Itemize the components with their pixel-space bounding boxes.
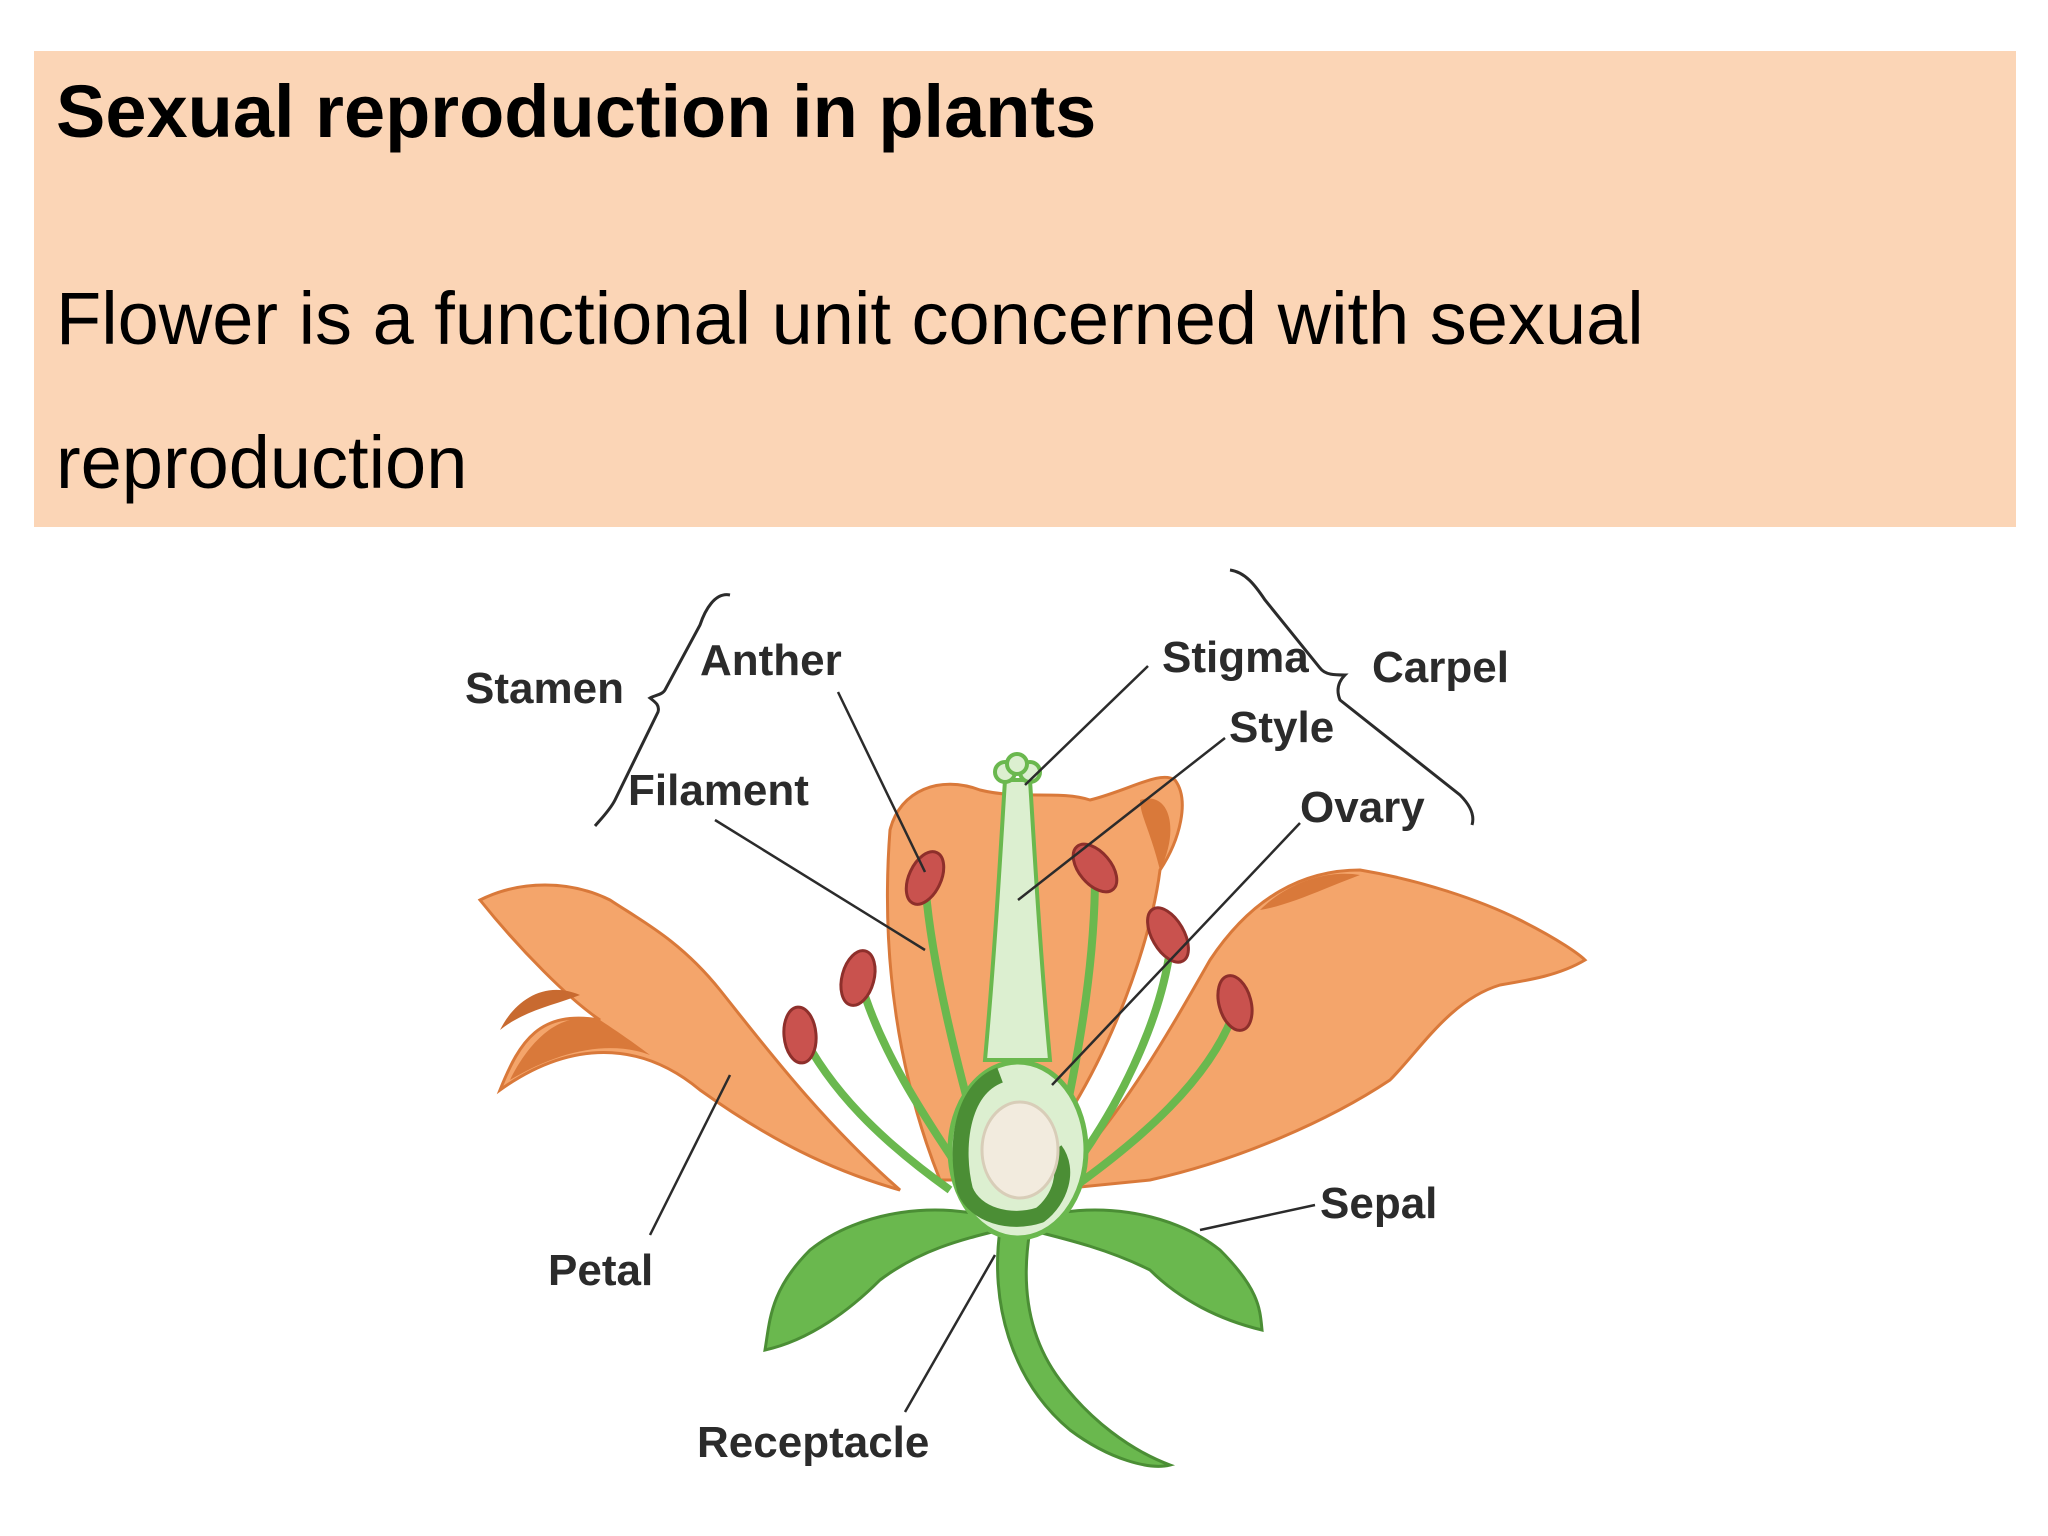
title-banner: Sexual reproduction in plants Flower is … [34, 51, 2016, 527]
label-ovary: Ovary [1300, 783, 1425, 832]
pistil-style [982, 778, 1053, 1062]
left-petal [477, 883, 901, 1192]
leader-lines [648, 665, 1316, 1413]
stamen-bracket [593, 593, 731, 827]
right-petal [1045, 868, 1588, 1192]
label-carpel: Carpel [1372, 643, 1509, 692]
label-anther: Anther [700, 636, 842, 685]
right-sepal [1028, 1208, 1264, 1332]
label-style: Style [1229, 703, 1334, 752]
left-petal-shadow [510, 1018, 650, 1080]
left-sepal [763, 1208, 1002, 1352]
label-stamen: Stamen [465, 664, 624, 713]
slide-body-text: Flower is a functional unit concerned wi… [56, 277, 1644, 504]
ovary-wall [952, 1067, 1071, 1227]
label-sepal: Sepal [1320, 1179, 1437, 1228]
stem [996, 1228, 1176, 1468]
ovule [980, 1100, 1060, 1200]
back-petal-fold [1140, 798, 1171, 870]
carpel-bracket [1229, 568, 1475, 826]
right-petal-fold [1260, 873, 1360, 910]
label-petal: Petal [548, 1246, 653, 1295]
label-filament: Filament [628, 766, 809, 815]
left-petal-tip [500, 989, 580, 1030]
slide-title: Sexual reproduction in plants [56, 70, 1097, 153]
label-stigma: Stigma [1162, 633, 1309, 682]
anthers [782, 842, 1254, 1065]
label-receptacle: Receptacle [697, 1418, 929, 1467]
